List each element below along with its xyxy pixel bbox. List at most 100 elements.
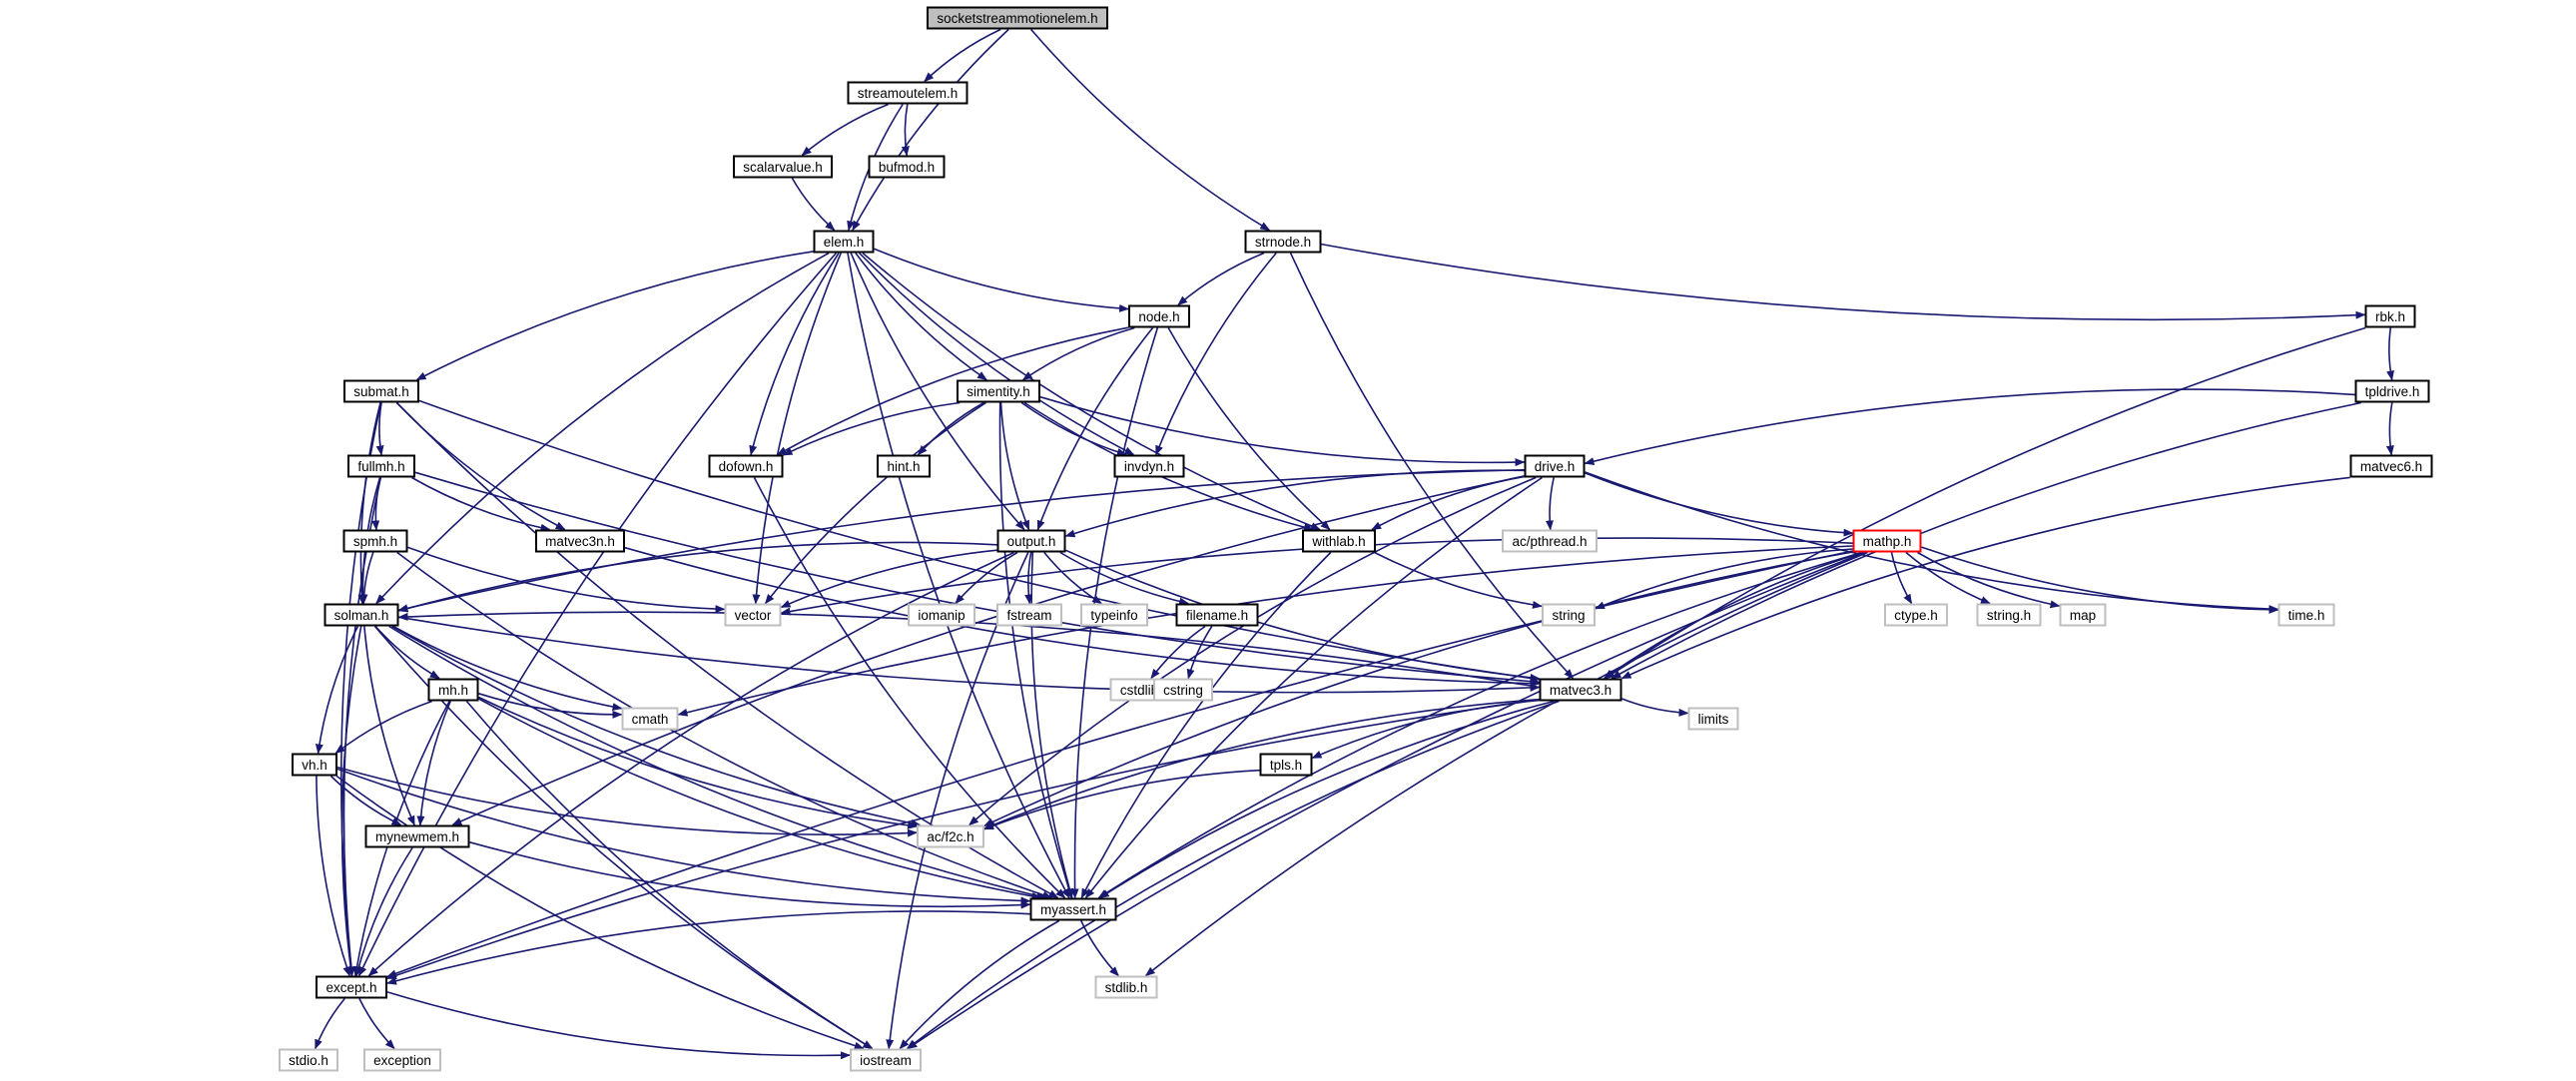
node-filename[interactable]: filename.h xyxy=(1175,603,1259,627)
node-output[interactable]: output.h xyxy=(996,529,1066,553)
node-box xyxy=(1080,603,1148,627)
node-label: limits xyxy=(1698,712,1729,727)
node-label: withlab.h xyxy=(1311,534,1365,549)
node-bufmod[interactable]: bufmod.h xyxy=(868,155,946,179)
node-vector: vector xyxy=(724,603,782,627)
node-box xyxy=(1153,678,1213,702)
edge-vh-to-mynewmem xyxy=(329,775,402,826)
edge-drive-to-withlab xyxy=(1371,475,1525,531)
node-matvec3[interactable]: matvec3.h xyxy=(1539,678,1622,702)
node-map: map xyxy=(2059,603,2107,627)
edge-drive-to-timeh xyxy=(1585,471,2279,614)
edge-myassert-to-stdlib xyxy=(1080,920,1119,977)
node-label: vector xyxy=(735,608,772,623)
node-matvec6[interactable]: matvec6.h xyxy=(2349,454,2433,478)
edge-vh-to-except xyxy=(316,776,351,977)
node-box xyxy=(1244,230,1322,254)
node-strnode[interactable]: strnode.h xyxy=(1244,230,1322,254)
edge-matvec3-to-myassert xyxy=(1098,700,1555,899)
edge-simentity-to-output xyxy=(999,402,1030,531)
node-node[interactable]: node.h xyxy=(1128,304,1190,328)
node-tpldrive[interactable]: tpldrive.h xyxy=(2354,379,2430,403)
edge-drive-to-solman xyxy=(397,469,1525,613)
edge-submat-to-fullmh xyxy=(375,402,384,456)
node-box xyxy=(1128,304,1190,328)
node-mathp[interactable]: mathp.h xyxy=(1852,529,1922,553)
node-label: filename.h xyxy=(1186,608,1248,623)
node-box xyxy=(427,678,479,702)
node-label: bufmod.h xyxy=(879,160,935,175)
node-box xyxy=(347,454,415,478)
node-dofown[interactable]: dofown.h xyxy=(708,454,784,478)
node-rbk[interactable]: rbk.h xyxy=(2364,304,2416,328)
edge-mh-to-cmath xyxy=(478,693,623,719)
node-box xyxy=(1852,529,1922,553)
edge-mh-to-acf2c xyxy=(478,696,918,829)
node-box xyxy=(908,603,975,627)
node-box xyxy=(927,6,1108,30)
node-socketstreammotionelem[interactable]: socketstreammotionelem.h xyxy=(927,6,1108,30)
node-label: fullmh.h xyxy=(357,459,404,474)
node-box xyxy=(1976,603,2042,627)
edge-drive-to-output xyxy=(1064,469,1525,538)
edge-output-to-vector xyxy=(780,549,997,609)
node-fullmh[interactable]: fullmh.h xyxy=(347,454,415,478)
node-mh[interactable]: mh.h xyxy=(427,678,479,702)
edge-vh-to-iostream xyxy=(335,775,865,1050)
node-submat[interactable]: submat.h xyxy=(343,379,419,403)
node-timeh: time.h xyxy=(2277,603,2335,627)
node-box xyxy=(535,529,625,553)
node-stringh: string.h xyxy=(1976,603,2042,627)
edge-myassert-to-iostream xyxy=(899,919,1060,1050)
edge-tpldrive-to-matvec3 xyxy=(1610,401,2361,680)
node-box xyxy=(996,603,1062,627)
node-invdyn[interactable]: invdyn.h xyxy=(1113,454,1185,478)
node-drive[interactable]: drive.h xyxy=(1524,454,1586,478)
node-iostream: iostream xyxy=(850,1048,922,1072)
node-box xyxy=(279,1048,338,1072)
edge-node-to-output xyxy=(1036,326,1154,531)
node-matvec3n[interactable]: matvec3n.h xyxy=(535,529,625,553)
node-label: ac/f2c.h xyxy=(927,829,973,844)
node-vh[interactable]: vh.h xyxy=(292,753,337,777)
edge-solman-to-except xyxy=(340,626,362,977)
node-box xyxy=(2349,454,2433,478)
node-spmh[interactable]: spmh.h xyxy=(342,529,408,553)
node-box xyxy=(708,454,784,478)
edge-mathp-to-matvec3 xyxy=(1603,551,1864,680)
edge-scalarvalue-to-elem xyxy=(791,178,836,232)
node-label: exception xyxy=(373,1053,431,1068)
node-withlab[interactable]: withlab.h xyxy=(1302,529,1376,553)
node-cmath: cmath xyxy=(621,707,679,731)
node-label: drive.h xyxy=(1535,459,1576,474)
edge-matvec3-to-iostream xyxy=(906,700,1560,1050)
node-solman[interactable]: solman.h xyxy=(323,603,399,627)
edge-simentity-to-vector xyxy=(764,401,986,605)
node-tpls[interactable]: tpls.h xyxy=(1259,753,1313,777)
node-myassert[interactable]: myassert.h xyxy=(1029,897,1117,921)
edge-socketstreammotionelem-to-streamoutelem xyxy=(924,28,1001,83)
node-box xyxy=(1524,454,1586,478)
edge-mynewmem-to-myassert xyxy=(469,841,1031,909)
edge-withlab-to-myassert xyxy=(1080,551,1332,899)
node-label: cmath xyxy=(632,712,669,727)
edge-vh-to-acf2c xyxy=(336,766,918,837)
edge-mathp-to-iostream xyxy=(907,551,1866,1050)
node-label: solman.h xyxy=(334,608,389,623)
edge-elem-to-submat xyxy=(415,251,814,381)
node-elem[interactable]: elem.h xyxy=(813,230,875,254)
edge-withlab-to-string xyxy=(1374,551,1543,609)
node-label: simentity.h xyxy=(966,384,1030,399)
node-streamoutelem[interactable]: streamoutelem.h xyxy=(847,81,968,105)
node-mynewmem[interactable]: mynewmem.h xyxy=(364,824,470,848)
node-simentity[interactable]: simentity.h xyxy=(957,379,1040,403)
edge-tpls-to-acf2c xyxy=(983,769,1260,830)
node-scalarvalue[interactable]: scalarvalue.h xyxy=(733,155,833,179)
node-exception: exception xyxy=(363,1048,441,1072)
node-except[interactable]: except.h xyxy=(316,975,387,999)
edge-matvec6-to-matvec3 xyxy=(1620,476,2350,680)
node-label: typeinfo xyxy=(1090,608,1137,623)
node-hint[interactable]: hint.h xyxy=(877,454,931,478)
edge-mathp-to-stdlib xyxy=(1144,551,1868,977)
